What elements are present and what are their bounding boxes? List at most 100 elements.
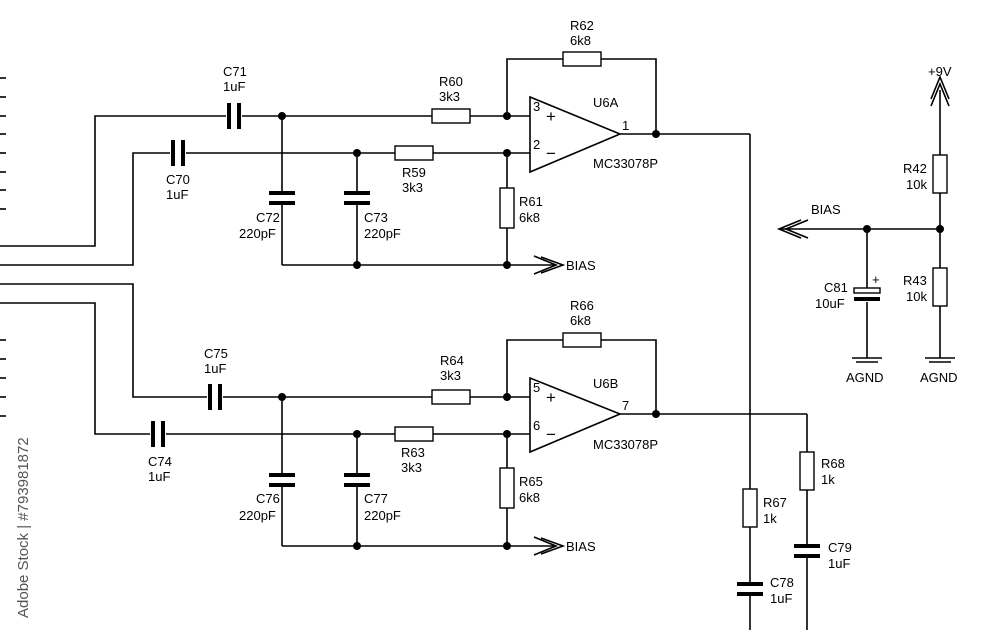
u6b-opamp	[529, 376, 623, 454]
agnd-label-c81: AGND	[846, 370, 884, 385]
r65-value: 6k8	[519, 490, 540, 505]
c81-polarity-sign: +	[872, 272, 880, 287]
u6a-opamp	[529, 95, 623, 174]
c78-ref: C78	[770, 575, 794, 590]
junction-dots-u6a	[278, 112, 660, 269]
c72-value: 220pF	[239, 226, 276, 241]
r42-ref: R42	[903, 161, 927, 176]
r62-value: 6k8	[570, 33, 591, 48]
u6a-part-label: MC33078P	[593, 156, 658, 171]
r64-resistor	[431, 389, 471, 405]
r43-ref: R43	[903, 273, 927, 288]
r43-resistor	[932, 267, 948, 307]
r61-resistor	[499, 187, 515, 229]
u6a-pin-out: 1	[622, 118, 629, 133]
r61-value: 6k8	[519, 210, 540, 225]
r65-ref: R65	[519, 474, 543, 489]
r62-ref: R62	[570, 18, 594, 33]
bias-arrow-u6b	[533, 536, 566, 556]
u6a-plus-sign: +	[546, 107, 556, 126]
r61-ref: R61	[519, 194, 543, 209]
r63-resistor	[394, 426, 434, 442]
r67-resistor	[742, 488, 758, 528]
r66-resistor	[562, 332, 602, 348]
c70-capacitor	[171, 140, 185, 166]
c73-value: 220pF	[364, 226, 401, 241]
u6b-part-label: MC33078P	[593, 437, 658, 452]
u6b-pin-out: 7	[622, 398, 629, 413]
c81-value: 10uF	[815, 296, 845, 311]
c79-value: 1uF	[828, 556, 850, 571]
u6b-pin-noninv: 5	[533, 380, 540, 395]
c71-value: 1uF	[223, 79, 245, 94]
r62-resistor	[562, 51, 602, 67]
c75-ref: C75	[204, 346, 228, 361]
r64-ref: R64	[440, 353, 464, 368]
r63-ref: R63	[401, 445, 425, 460]
supply-label: +9V	[928, 64, 952, 79]
u6a-pin-noninv: 3	[533, 99, 540, 114]
r60-resistor	[431, 108, 471, 124]
c71-ref: C71	[223, 64, 247, 79]
agnd-symbol-r43	[925, 357, 955, 363]
c77-capacitor	[344, 473, 370, 487]
agnd-label-r43: AGND	[920, 370, 958, 385]
r65-resistor	[499, 467, 515, 509]
c81-ref: C81	[824, 280, 848, 295]
c74-ref: C74	[148, 454, 172, 469]
c73-ref: C73	[364, 210, 388, 225]
r66-ref: R66	[570, 298, 594, 313]
u6a-pin-inv: 2	[533, 137, 540, 152]
u6a-minus-sign: −	[546, 144, 556, 163]
r63-value: 3k3	[401, 460, 422, 475]
stock-watermark: Adobe Stock | #793981872	[15, 437, 32, 618]
r68-resistor	[799, 451, 815, 491]
c81-capacitor	[853, 287, 881, 301]
wires-u6a	[0, 58, 751, 489]
c76-ref: C76	[256, 491, 280, 506]
bias-label-u6a: BIAS	[566, 258, 596, 273]
c78-value: 1uF	[770, 591, 792, 606]
u6b-pin-inv: 6	[533, 418, 540, 433]
c71-capacitor	[227, 103, 241, 129]
c78-capacitor	[737, 582, 763, 596]
u6b-ref-label: U6B	[593, 376, 618, 391]
wires-bias-generator	[781, 90, 941, 358]
r59-ref: R59	[402, 165, 426, 180]
c72-ref: C72	[256, 210, 280, 225]
r60-ref: R60	[439, 74, 463, 89]
u6b-plus-sign: +	[546, 388, 556, 407]
c74-capacitor	[151, 421, 165, 447]
bias-label-u6b: BIAS	[566, 539, 596, 554]
r68-ref: R68	[821, 456, 845, 471]
r43-value: 10k	[906, 289, 927, 304]
r59-resistor	[394, 145, 434, 161]
c73-capacitor	[344, 191, 370, 205]
c70-value: 1uF	[166, 187, 188, 202]
junction-dots-bias	[863, 225, 944, 233]
c76-value: 220pF	[239, 508, 276, 523]
bias-arrow-out	[776, 219, 809, 239]
u6b-minus-sign: −	[546, 425, 556, 444]
r67-ref: R67	[763, 495, 787, 510]
r66-value: 6k8	[570, 313, 591, 328]
c75-capacitor	[208, 384, 222, 410]
c75-value: 1uF	[204, 361, 226, 376]
c74-value: 1uF	[148, 469, 170, 484]
u6a-ref-label: U6A	[593, 95, 619, 110]
c76-capacitor	[269, 473, 295, 487]
c79-ref: C79	[828, 540, 852, 555]
r67-value: 1k	[763, 511, 777, 526]
c70-ref: C70	[166, 172, 190, 187]
c79-capacitor	[794, 544, 820, 558]
r68-value: 1k	[821, 472, 835, 487]
bias-label-generator: BIAS	[811, 202, 841, 217]
junction-dots-u6b	[278, 393, 660, 550]
bias-arrow-u6a	[533, 255, 566, 275]
agnd-symbol-c81	[852, 357, 882, 363]
r64-value: 3k3	[440, 368, 461, 383]
r42-resistor	[932, 154, 948, 194]
r60-value: 3k3	[439, 89, 460, 104]
c77-ref: C77	[364, 491, 388, 506]
